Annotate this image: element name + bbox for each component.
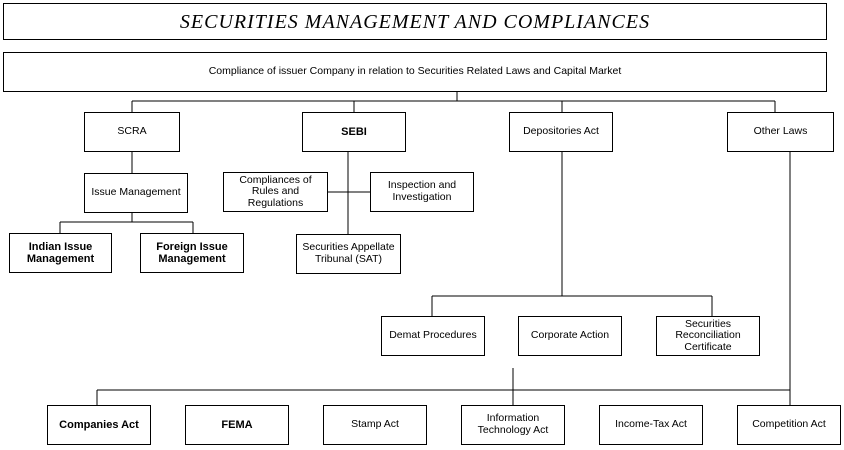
income-tax-act-box: Income-Tax Act [599,405,703,445]
foreign-issue-management-box: Foreign Issue Management [140,233,244,273]
sat-box: Securities Appellate Tribunal (SAT) [296,234,401,274]
issue-management-box: Issue Management [84,173,188,213]
corporate-action-box: Corporate Action [518,316,622,356]
scra-box: SCRA [84,112,180,152]
other-laws-box: Other Laws [727,112,834,152]
indian-issue-management-box: Indian Issue Management [9,233,112,273]
sebi-box: SEBI [302,112,406,152]
stamp-act-box: Stamp Act [323,405,427,445]
inspection-investigation-box: Inspection and Investigation [370,172,474,212]
compliances-rules-box: Compliances of Rules and Regulations [223,172,328,212]
subtitle-box: Compliance of issuer Company in relation… [3,52,827,92]
competition-act-box: Competition Act [737,405,841,445]
companies-act-box: Companies Act [47,405,151,445]
fema-box: FEMA [185,405,289,445]
securities-reconciliation-box: Securities Reconciliation Certificate [656,316,760,356]
information-technology-act-box: Information Technology Act [461,405,565,445]
demat-procedures-box: Demat Procedures [381,316,485,356]
depositories-act-box: Depositories Act [509,112,613,152]
page-title: SECURITIES MANAGEMENT AND COMPLIANCES [3,3,827,40]
